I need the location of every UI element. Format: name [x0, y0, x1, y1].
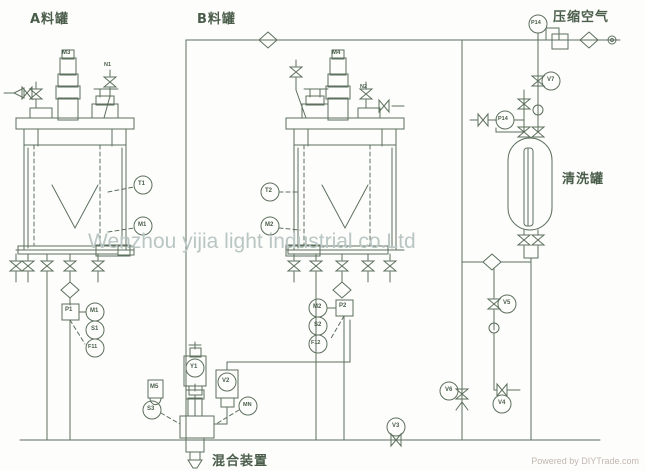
level-a-tag: M1	[138, 222, 147, 228]
company-watermark: Wenzhou yijia light industrial co.Ltd	[88, 230, 416, 253]
temp-a-tag: T1	[138, 181, 146, 187]
tank-a-agitator	[51, 184, 99, 230]
tank-a-title: A料罐	[30, 12, 70, 27]
mix-valve-v2-tag: V2	[222, 378, 230, 384]
mix-module-m5-tag: M5	[150, 384, 159, 390]
pressure-top-tag: P14	[531, 20, 541, 26]
cleaning-tank-vessel	[507, 137, 553, 231]
tank-b-flange	[285, 117, 405, 130]
meter-a-tag: M1	[90, 308, 99, 314]
nozzle-a-tag: N1	[104, 62, 112, 68]
compressed-air-title: 压缩空气	[553, 10, 610, 25]
flow-a-tag: F11	[88, 344, 98, 350]
motor-b-tag: M4	[332, 50, 341, 56]
valve-v5-tag: V5	[503, 300, 511, 306]
motor-a-tag: M3	[62, 50, 71, 56]
valve-v3-tag: V3	[392, 423, 400, 429]
pump-b-tag: P2	[339, 303, 347, 309]
tank-a-flange	[15, 117, 135, 130]
mix-sensor-s3-tag: S3	[147, 406, 155, 412]
meter-b-tag: M2	[313, 304, 322, 310]
sensor-b-tag: S2	[314, 322, 322, 328]
temp-b-tag: T2	[265, 188, 273, 194]
level-b-tag: M2	[265, 222, 274, 228]
nozzle-b-tag: N2	[360, 84, 368, 90]
pressure-wash-tag: P14	[498, 116, 508, 122]
tank-b-title: B料罐	[197, 12, 236, 27]
pump-a-tag: P1	[65, 307, 73, 313]
sensor-a-tag: S1	[91, 326, 99, 332]
mixer-body	[179, 415, 215, 439]
mix-valve-y1-tag: Y1	[190, 364, 198, 370]
flow-b-tag: F12	[311, 340, 321, 346]
valve-v6-tag: V6	[445, 387, 453, 393]
cleaning-tank-title: 清洗罐	[562, 172, 605, 187]
mixing-device-title: 混合装置	[212, 454, 269, 469]
valve-v7-tag: V7	[547, 77, 555, 83]
mix-node-mn-tag: MN	[243, 402, 252, 408]
footer-watermark: Powered by DIYTrade.com	[531, 456, 639, 466]
valve-v4-tag: V4	[498, 400, 506, 406]
